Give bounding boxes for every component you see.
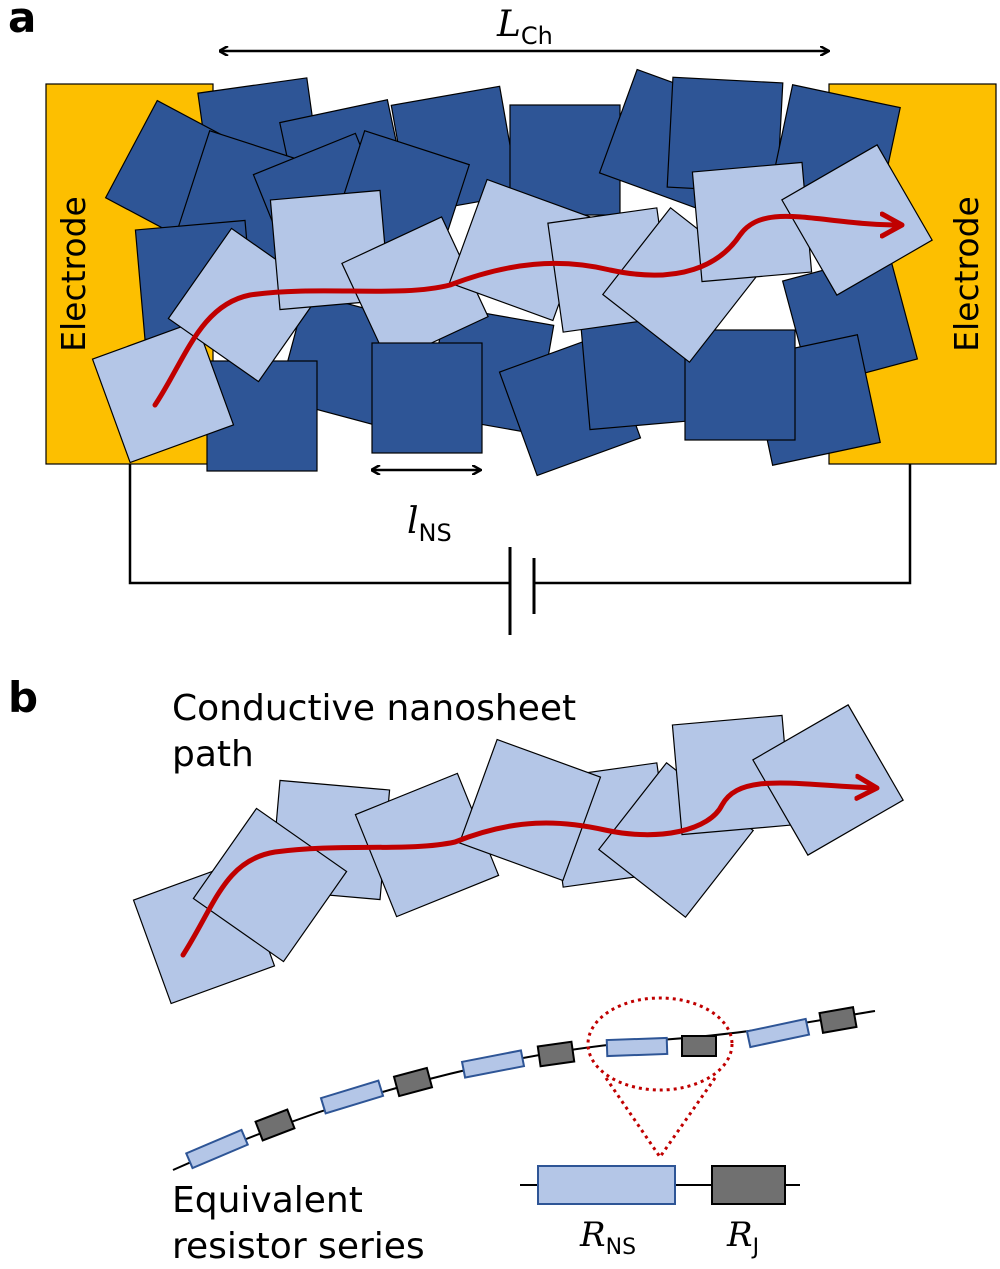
nanosheet-dark-labeled bbox=[371, 342, 483, 454]
magnified-resistor-j bbox=[711, 1165, 786, 1205]
channel-length-label: LCh bbox=[496, 4, 553, 50]
nanosheet-network-light bbox=[91, 144, 933, 464]
path-title-line1: Conductive nanosheet bbox=[172, 688, 576, 729]
zoom-ellipse bbox=[586, 996, 734, 1092]
resistor-ns bbox=[319, 1079, 385, 1115]
zoom-line-left bbox=[604, 1077, 662, 1158]
circuit-wire-left bbox=[128, 463, 510, 585]
current-path-arrow-a bbox=[152, 216, 900, 408]
nanosheet-size-label: lNS bbox=[407, 501, 452, 547]
r-j-label: RJ bbox=[726, 1215, 759, 1260]
resistor-j bbox=[818, 1006, 858, 1034]
nanosheet-light bbox=[752, 704, 904, 856]
resistor-j bbox=[392, 1066, 434, 1098]
resistor-ns bbox=[605, 1036, 669, 1058]
panel-a-label: a bbox=[8, 0, 36, 42]
electrode-left-label: Electrode bbox=[54, 196, 93, 352]
zoom-line-right bbox=[658, 1077, 717, 1158]
resistor-ns bbox=[460, 1049, 526, 1079]
resistor-title-line1: Equivalent bbox=[172, 1180, 363, 1221]
current-path-arrow-b bbox=[180, 783, 875, 958]
nanosheet-light bbox=[458, 738, 602, 882]
nanosheet-light bbox=[781, 144, 933, 296]
magnified-resistor-ns bbox=[537, 1165, 676, 1205]
resistor-j bbox=[254, 1108, 296, 1142]
resistor-ns bbox=[184, 1128, 250, 1170]
resistor-series-wire bbox=[172, 1010, 876, 1171]
path-title-line2: path bbox=[172, 734, 254, 775]
panel-b-label: b bbox=[8, 673, 38, 722]
circuit bbox=[128, 463, 912, 635]
nanosheet-dark bbox=[684, 329, 796, 441]
r-ns-label: RNS bbox=[579, 1215, 636, 1260]
resistor-j bbox=[681, 1035, 717, 1057]
circuit-wire-right bbox=[534, 463, 912, 585]
resistor-ns bbox=[745, 1017, 811, 1049]
resistor-series bbox=[184, 1006, 858, 1170]
electrode-right-label: Electrode bbox=[947, 196, 986, 352]
resistor-j bbox=[536, 1040, 576, 1068]
conductive-path-sheets bbox=[132, 704, 904, 1005]
resistor-title-line2: resistor series bbox=[172, 1226, 425, 1267]
